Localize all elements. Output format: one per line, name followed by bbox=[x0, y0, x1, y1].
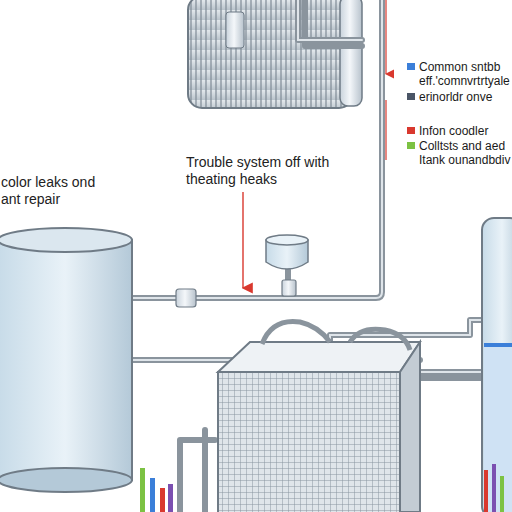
fluid-tank bbox=[482, 218, 512, 512]
condenser-unit bbox=[218, 321, 420, 512]
leader-arrow bbox=[242, 192, 243, 288]
callout-text: Trouble system off with theating heaks bbox=[186, 154, 356, 188]
legend-item: Infon coodler bbox=[419, 124, 512, 138]
legend-swatch bbox=[407, 142, 415, 149]
legend-swatch bbox=[407, 93, 415, 100]
callout-text: color leaks ond ant repair bbox=[1, 174, 101, 208]
legend-item: Colltsts and aed Itank ounandbdiv bbox=[419, 139, 512, 167]
coil-unit bbox=[188, 0, 353, 108]
legend-item: erinorldr onve bbox=[419, 90, 512, 104]
legend-swatch bbox=[407, 63, 415, 70]
storage-tank bbox=[0, 228, 132, 492]
legend-text: Common sntbb eff.'comnvrtrtyale bbox=[419, 60, 510, 88]
legend-text: erinorldr onve bbox=[419, 90, 492, 104]
expansion-cup bbox=[266, 235, 308, 269]
leader-line bbox=[385, 100, 386, 160]
color-bars bbox=[140, 464, 504, 512]
legend-text: Colltsts and aed Itank ounandbdiv bbox=[419, 139, 510, 167]
legend-item: Common sntbb eff.'comnvrtrtyale bbox=[419, 60, 512, 88]
legend-swatch bbox=[407, 127, 415, 134]
leader-line bbox=[385, 0, 386, 74]
legend-text: Infon coodler bbox=[419, 124, 488, 138]
